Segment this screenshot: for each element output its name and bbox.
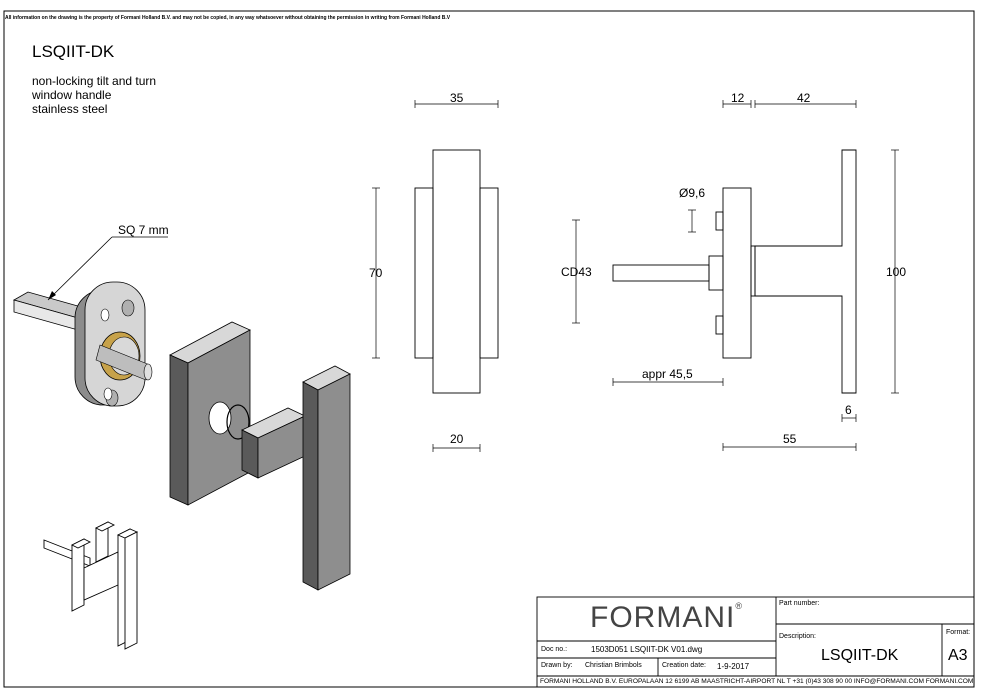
- description-value: LSQIIT-DK: [821, 647, 899, 664]
- dim-spindle-length: appr 45,5: [642, 367, 693, 381]
- format-label: Format:: [946, 629, 971, 636]
- format-value: A3: [948, 647, 968, 664]
- description-line: non-locking tilt and turn: [32, 74, 157, 88]
- front-view: [414, 149, 499, 394]
- dim-thickness: 6: [845, 403, 852, 417]
- drawn-by-label: Drawn by:: [541, 662, 573, 669]
- product-code: LSQIIT-DK: [32, 42, 115, 61]
- registered-mark: ®: [735, 601, 743, 611]
- drawn-by-value: Christian Brimbols: [585, 662, 642, 669]
- logo-text: FORMANI: [590, 601, 736, 634]
- description-label: Description:: [779, 633, 816, 640]
- formani-logo: FORMANI®: [590, 601, 743, 635]
- description-line: stainless steel: [32, 102, 108, 116]
- description-line: window handle: [32, 88, 112, 102]
- dim-front-height: 70: [369, 266, 383, 280]
- dim-side-lever: 42: [797, 91, 811, 105]
- rosette-isometric: [12, 281, 153, 407]
- handle-line-sketch: [43, 521, 139, 650]
- dim-center-distance: CD43: [561, 265, 592, 279]
- dim-depth: 55: [783, 432, 797, 446]
- product-description: non-locking tilt and turn window handle …: [32, 74, 156, 116]
- handle-isometric: [169, 321, 351, 591]
- part-number-label: Part number:: [779, 600, 820, 607]
- creation-date-label: Creation date:: [662, 662, 706, 669]
- front-dimension-lines: [372, 100, 499, 452]
- copyright-notice: All information on the drawing is the pr…: [5, 15, 451, 21]
- doc-no-value: 1503D051 LSQIIT-DK V01.dwg: [591, 645, 703, 654]
- doc-no-label: Doc no.:: [541, 646, 568, 653]
- side-dimension-lines: [572, 100, 899, 451]
- side-view: [612, 149, 857, 394]
- creation-date-value: 1-9-2017: [717, 662, 750, 671]
- dim-front-base: 20: [450, 432, 464, 446]
- company-footer: FORMANI HOLLAND B.V. EUROPALAAN 12 6199 …: [540, 678, 974, 685]
- dim-diameter: Ø9,6: [679, 186, 706, 200]
- spindle-callout: SQ 7 mm: [118, 223, 169, 237]
- title-block-lines: [536, 596, 975, 688]
- sheet-border: [3, 10, 975, 688]
- dim-front-width: 35: [450, 91, 464, 105]
- dim-side-gap: 12: [731, 91, 745, 105]
- dim-total-height: 100: [886, 265, 907, 279]
